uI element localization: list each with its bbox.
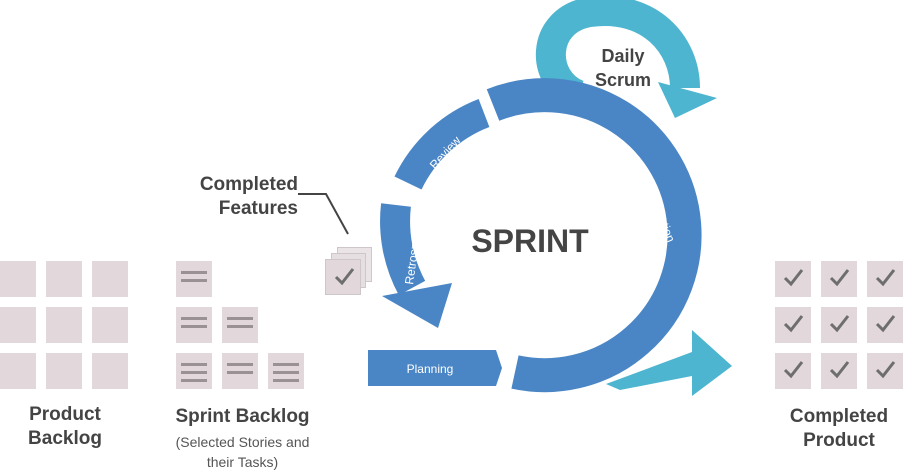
task-lines-icon [181,363,207,387]
check-icon [334,268,355,286]
planning-bar [368,350,502,386]
product-tile [867,307,903,343]
daily-scrum-arrow [535,0,700,109]
check-icon [875,315,896,333]
product-tile [821,353,857,389]
check-icon [875,361,896,379]
sprint-backlog-sublabel: (Selected Stories and their Tasks) [150,432,335,472]
phase-planning-label: Planning [407,362,454,376]
backlog-tile [92,353,128,389]
task-tile [176,261,212,297]
retrospect-arrowhead [382,283,452,328]
task-lines-icon [181,271,207,287]
task-lines-icon [273,363,299,387]
feature-card-front [325,259,361,295]
completed-product-label: Completed Product [775,405,903,453]
task-tile [222,307,258,343]
backlog-tile [0,307,36,343]
sprint-backlog-label: Sprint Backlog [175,406,310,427]
task-tile [176,353,212,389]
daily-scrum-arrowhead [658,82,717,118]
daily-scrum-label-line1: Daily [601,46,645,66]
completed-product-label-line1: Completed [789,406,889,427]
task-tile [268,353,304,389]
product-tile [867,353,903,389]
check-icon [829,315,850,333]
backlog-tile [92,261,128,297]
product-backlog-label: Product Backlog [10,403,120,451]
output-arrow [606,330,732,396]
product-tile [775,261,811,297]
daily-scrum-label: Daily Scrum [583,44,663,92]
features-leader-line [298,193,349,235]
product-tile [775,353,811,389]
check-icon [783,315,804,333]
completed-features-label-line1: Completed [199,174,298,195]
sprint-backlog-sublabel-line1: (Selected Stories and [175,434,310,450]
product-tile [775,307,811,343]
task-tile [176,307,212,343]
product-backlog-label-line1: Product [29,404,101,425]
backlog-tile [0,261,36,297]
product-tile [821,307,857,343]
implementation-arc [486,78,702,393]
task-tile [222,353,258,389]
check-icon [875,269,896,287]
product-tile [821,261,857,297]
review-arc [394,98,490,190]
backlog-tile [0,353,36,389]
completed-features-label-line2: Features [218,198,298,219]
backlog-tile [46,261,82,297]
completed-features-label: Completed Features [168,173,298,221]
check-icon [783,269,804,287]
sprint-cycle: SPRINT Review Retrospect Implementation … [368,0,717,393]
task-lines-icon [181,317,207,333]
sprint-backlog-sublabel-line2: their Tasks) [206,454,279,470]
check-icon [829,361,850,379]
retrospect-arc [380,203,426,296]
backlog-tile [46,353,82,389]
sprint-title: SPRINT [471,223,589,259]
product-tile [867,261,903,297]
backlog-tile [46,307,82,343]
task-lines-icon [227,363,253,379]
task-lines-icon [227,317,253,333]
check-icon [829,269,850,287]
backlog-tile [92,307,128,343]
completed-product-label-line2: Product [803,430,875,451]
check-icon [783,361,804,379]
product-backlog-label-line2: Backlog [28,428,102,449]
daily-scrum-label-line2: Scrum [594,70,652,90]
